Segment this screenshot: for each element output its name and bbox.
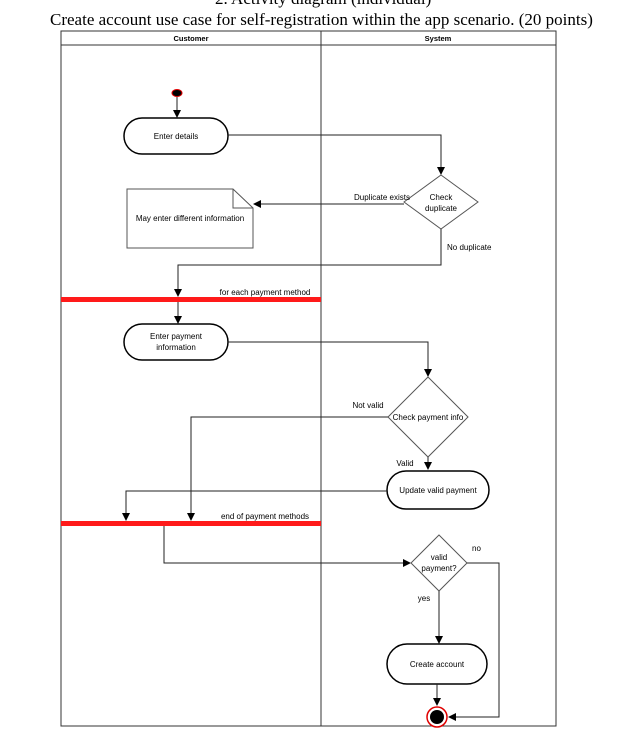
duplicate-exists-label: Duplicate exists [354, 193, 410, 202]
page-title: Create account use case for self-registr… [50, 10, 593, 29]
update-payment-action [386, 470, 490, 510]
for-each-label: for each payment method [220, 288, 311, 297]
valid-label: Valid [396, 459, 413, 468]
end-of-label: end of payment methods [221, 512, 309, 521]
valid-payment-label-2: payment? [421, 564, 457, 573]
heading-cut: 2. Activity diagram (individual) [215, 0, 431, 8]
update-payment-label: Update valid payment [399, 486, 477, 495]
valid-payment-decision [410, 534, 468, 592]
no-label: no [472, 544, 481, 553]
no-duplicate-label: No duplicate [447, 243, 492, 252]
join-bar [61, 521, 321, 526]
diagram-body: Customer System Enter details Check dupl… [60, 30, 557, 728]
swimlane-frame [60, 30, 557, 727]
enter-payment-label-2: information [156, 343, 196, 352]
note [126, 188, 254, 249]
check-payment-label: Check payment info [393, 413, 464, 422]
not-valid-label: Not valid [352, 401, 383, 410]
check-duplicate-decision [403, 174, 479, 230]
valid-payment-label: valid [431, 553, 447, 562]
note-text: May enter different information [136, 214, 244, 223]
enter-payment-label: Enter payment [150, 332, 203, 341]
initial-node [171, 89, 183, 97]
fork-bar [61, 297, 321, 302]
yes-label: yes [418, 594, 430, 603]
enter-payment-action [123, 323, 229, 361]
check-duplicate-label: Check [430, 193, 454, 202]
lane-customer: Customer [173, 34, 208, 43]
enter-details-action [123, 117, 229, 155]
lane-system: System [425, 34, 452, 43]
check-duplicate-label-2: duplicate [425, 204, 458, 213]
create-account-label: Create account [410, 660, 465, 669]
enter-details-label: Enter details [154, 132, 198, 141]
